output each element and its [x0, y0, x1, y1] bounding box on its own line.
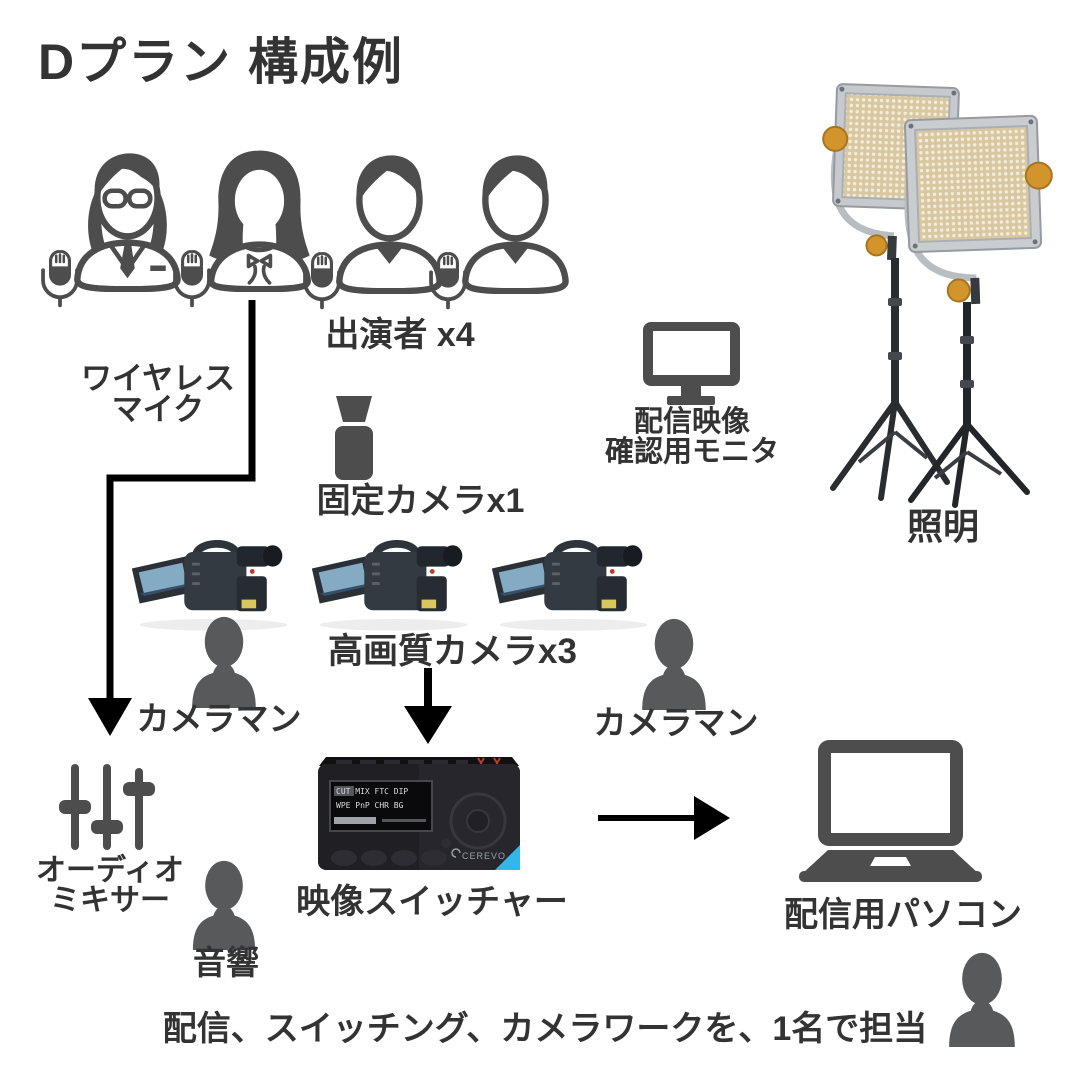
streaming-pc-label: 配信用パソコン: [784, 896, 1022, 934]
fixed-camera-label: 固定カメラx1: [316, 482, 525, 520]
cameraman-left-label: カメラマン: [136, 700, 302, 737]
light-stand-back: [830, 258, 950, 501]
wireless-mic-label: ワイヤレス マイク: [80, 361, 236, 427]
monitor-icon: [643, 322, 740, 405]
arrow-cameras-to-switcher-head: [404, 706, 452, 744]
wireless-mic-cable: [106, 300, 256, 700]
cameraman-right-label: カメラマン: [593, 704, 759, 741]
led-light-icon: [822, 83, 1053, 508]
footer-note: 配信、スイッチング、カメラワークを、1名で担当: [162, 1010, 928, 1048]
switcher-lcd-line1: CUT MIX FTC DIP: [336, 787, 408, 796]
lighting-label: 照明: [906, 506, 979, 547]
laptop-icon: [799, 740, 982, 882]
page-title: Dプラン 構成例: [38, 34, 404, 90]
sound-operator-label: 音響: [193, 944, 259, 981]
arrow-switcher-to-pc-head: [694, 796, 730, 840]
hq-camera-label: 高画質カメラx3: [328, 632, 577, 671]
video-switcher-label: 映像スイッチャー: [296, 883, 568, 921]
monitor-label: 配信映像 確認用モニタ: [604, 406, 779, 468]
arrow-mic-to-mixer-head: [88, 698, 132, 736]
fixed-camera-icon: [335, 396, 373, 480]
light-stand-front: [908, 302, 1030, 508]
switcher-lcd-line2: WPE PnP CHR BG: [336, 801, 404, 810]
video-switcher-icon: CUT MIX FTC DIP WPE PnP CHR BG CEREVO: [318, 757, 520, 870]
performers-label: 出演者 x4: [325, 316, 475, 354]
audio-mixer-icon: [59, 764, 155, 850]
switcher-brand: CEREVO: [462, 851, 506, 861]
audio-mixer-label: オーディオ ミキサー: [36, 854, 184, 917]
